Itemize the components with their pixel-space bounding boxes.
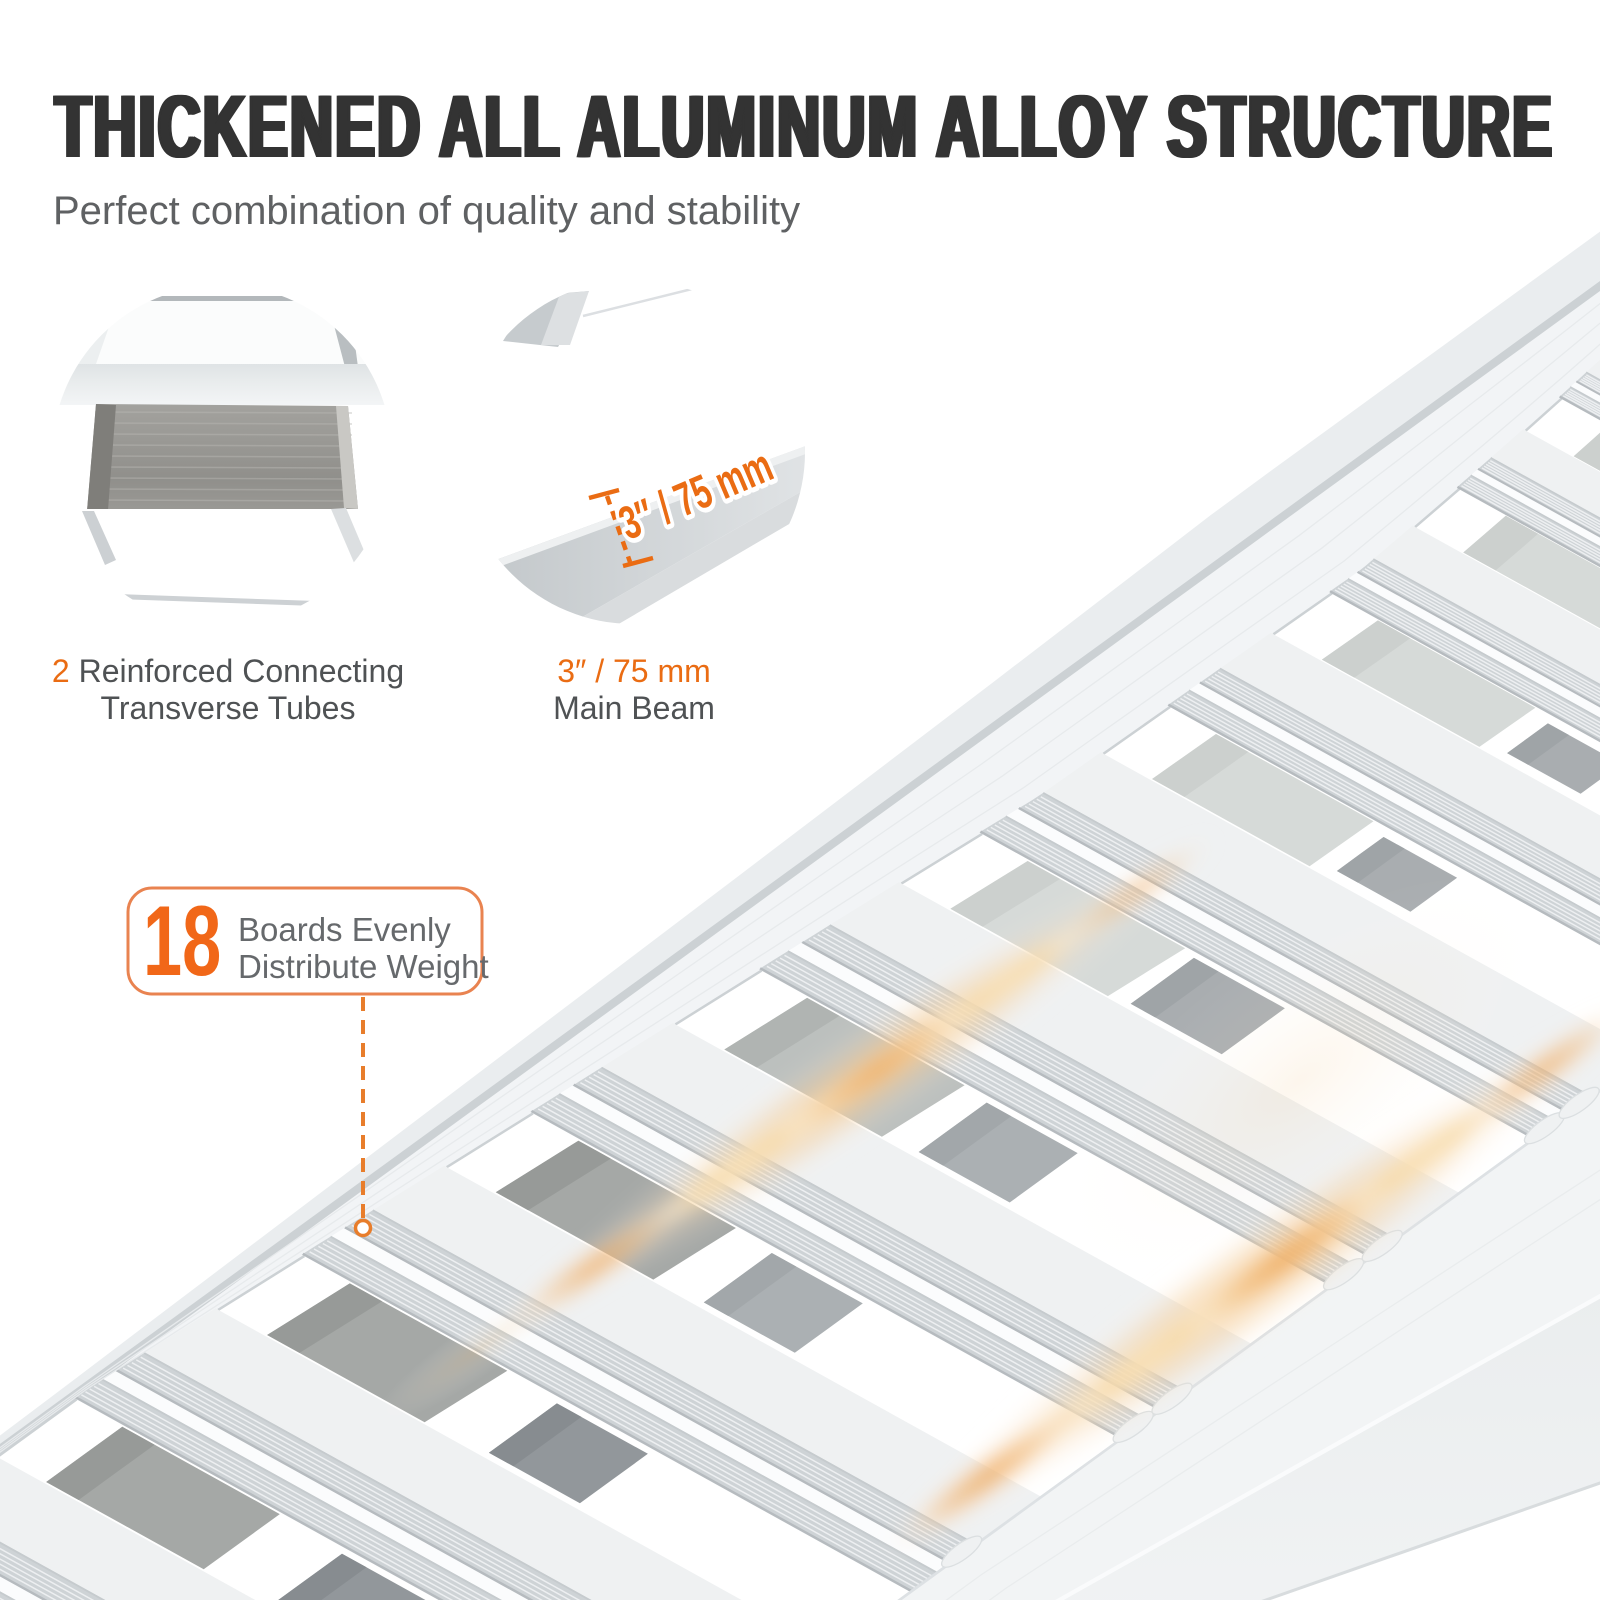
- svg-text:Main Beam: Main Beam: [553, 690, 715, 726]
- svg-text:Transverse Tubes: Transverse Tubes: [101, 690, 356, 726]
- svg-text:2 Reinforced Connecting: 2 Reinforced Connecting: [52, 653, 404, 689]
- svg-text:3″ / 75 mm: 3″ / 75 mm: [557, 653, 711, 689]
- svg-text:18: 18: [143, 886, 221, 997]
- svg-text:Distribute Weight: Distribute Weight: [238, 948, 489, 985]
- svg-text:Boards Evenly: Boards Evenly: [238, 911, 451, 948]
